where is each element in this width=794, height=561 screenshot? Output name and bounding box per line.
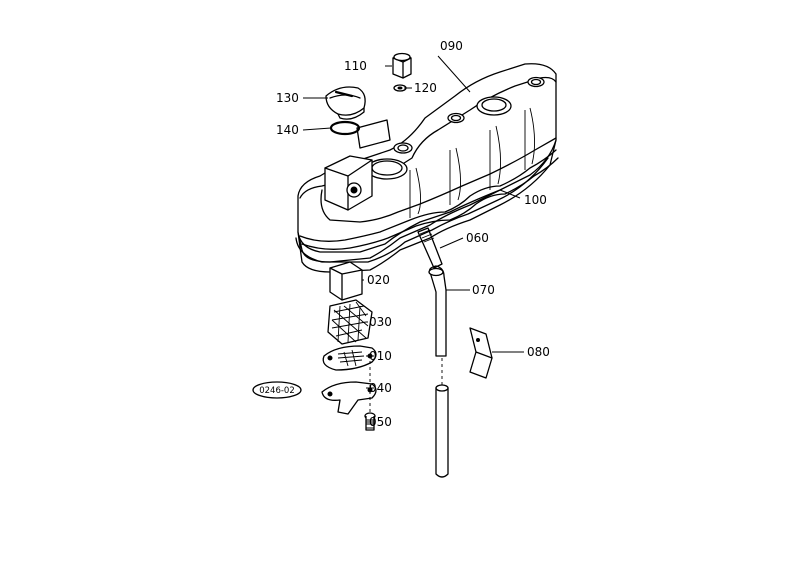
oil-filler-cap — [325, 86, 366, 120]
label-110: 110 — [344, 59, 367, 73]
filter-element — [327, 299, 373, 345]
label-030: 030 — [369, 315, 392, 329]
label-020: 020 — [367, 273, 390, 287]
label-010: 010 — [369, 349, 392, 363]
breather-hose-lower — [428, 265, 449, 478]
label-040: 040 — [369, 381, 392, 395]
filter-plate — [322, 345, 377, 371]
breather-hose-upper — [417, 227, 443, 269]
label-120: 120 — [414, 81, 437, 95]
filter-bracket — [329, 261, 363, 301]
o-ring — [329, 120, 361, 136]
valve-cover — [295, 63, 559, 273]
screw-bolt — [364, 412, 376, 431]
leader-lines — [302, 55, 524, 423]
gasket-sheet — [356, 119, 391, 149]
label-140: 140 — [276, 123, 299, 137]
label-100: 100 — [524, 193, 547, 207]
label-080: 080 — [527, 345, 550, 359]
part-labels: 090 110 120 130 140 100 060 020 070 030 … — [276, 39, 550, 429]
label-070: 070 — [472, 283, 495, 297]
reference-code: 0246-02 — [259, 386, 295, 396]
reference-code-badge: 0246-02 — [252, 381, 302, 399]
cap-nut — [392, 52, 412, 79]
filter-cover — [321, 381, 377, 415]
label-050: 050 — [369, 415, 392, 429]
label-090: 090 — [440, 39, 463, 53]
hose-clamp-bracket — [469, 327, 493, 379]
label-060: 060 — [466, 231, 489, 245]
label-130: 130 — [276, 91, 299, 105]
